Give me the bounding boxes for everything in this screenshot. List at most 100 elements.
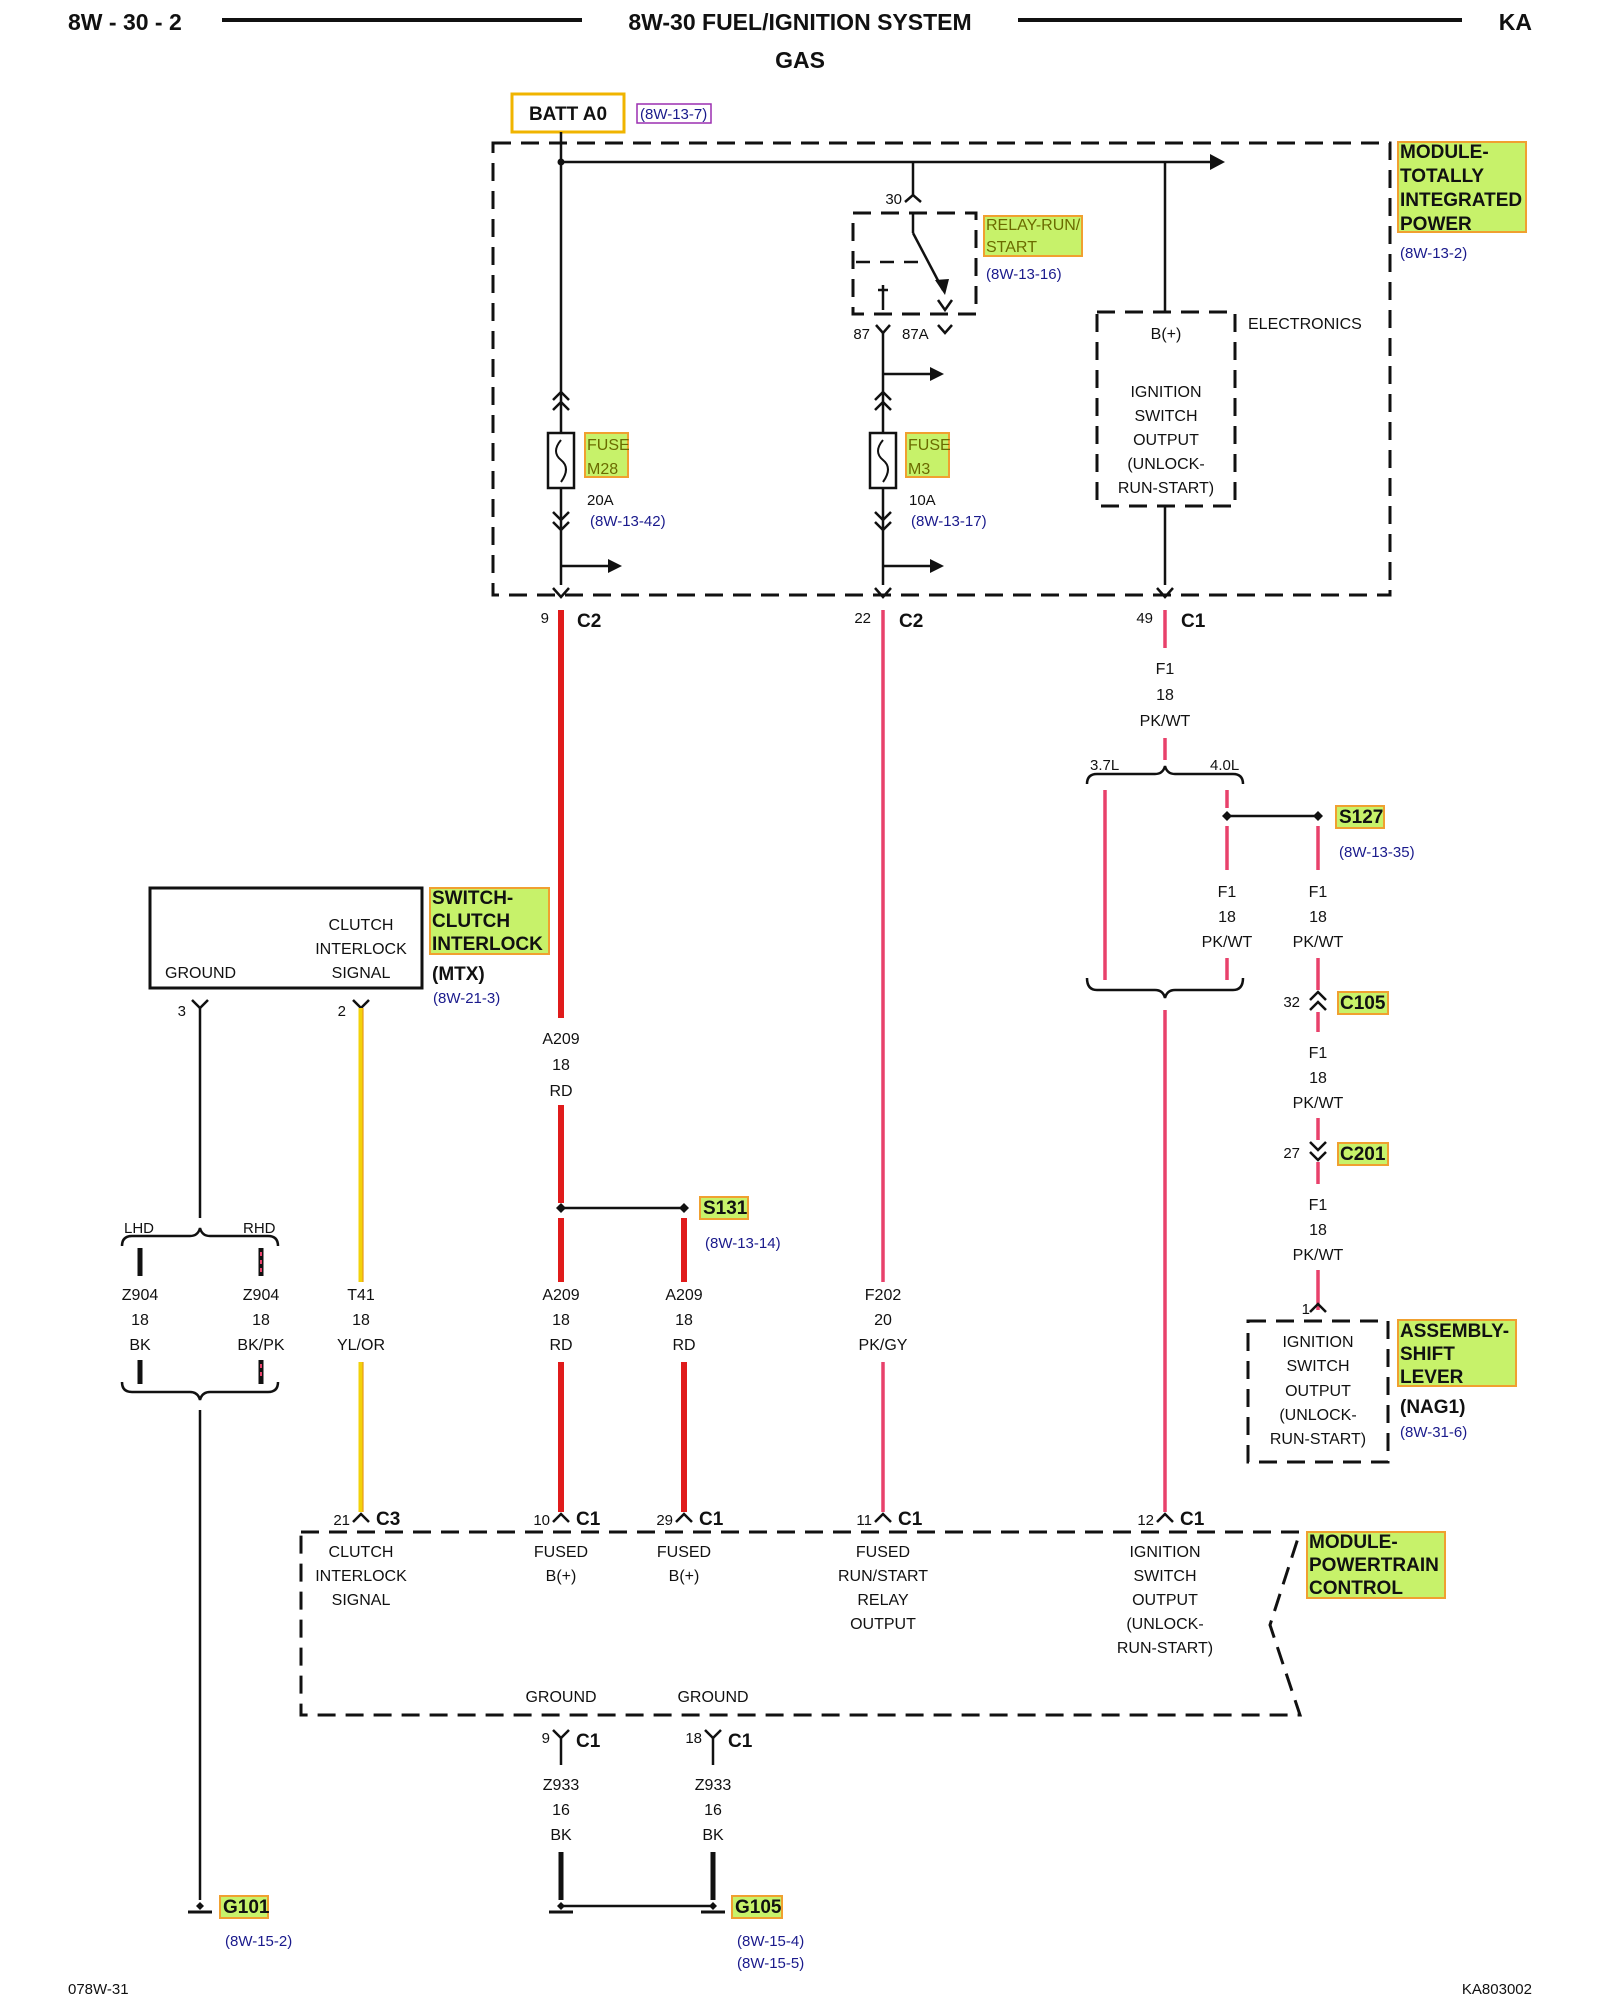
shift-lever-pin-chevron [1309,1302,1327,1313]
clutch-pin-signal-chevron [352,999,370,1010]
z904-bk-3: BK [129,1337,151,1354]
tipm-c2-pin9-conn: C2 [577,611,601,632]
t41-1: T41 [347,1287,375,1304]
relay-branch-arrow [930,367,944,381]
f1-top-3: PK/WT [1140,713,1191,730]
bus-splice-dot [557,158,565,166]
tipm-c2-pin22-conn: C2 [899,611,923,632]
relay-pin-30-chevron [904,193,922,203]
f1-c201-1: F1 [1309,1197,1328,1214]
z904-bk-2: 18 [131,1312,149,1329]
pcm-c1-pin10-chevron [552,1512,570,1523]
clutch-ground-label: GROUND [165,965,236,982]
a209-right-2: 18 [675,1312,693,1329]
pcm-in0-line1: CLUTCH [329,1544,394,1561]
f1-c201-3: PK/WT [1293,1247,1344,1264]
fuse-m3-name-1: FUSE [908,437,951,454]
pcm-ground-2-label: GROUND [677,1689,748,1706]
electronics-bplus: B(+) [1151,326,1182,343]
batt-a0-box [510,92,626,134]
a209-left-1: A209 [542,1287,579,1304]
pcm-ground-1-conn: C1 [576,1731,601,1752]
page-title: 8W-30 FUEL/IGNITION SYSTEM [628,9,971,35]
f1-top-2: 18 [1156,687,1174,704]
tipm-name-highlight [1397,141,1527,233]
g105-dot-right [709,1902,717,1910]
pcm-in4-line5: RUN-START) [1117,1640,1213,1657]
pcm-c1-pin12: 12 [1137,1512,1154,1529]
page-code: 8W - 30 - 2 [68,9,182,35]
tipm-c1-pin49: 49 [1136,610,1153,627]
clutch-name-3: INTERLOCK [432,934,543,955]
electronics-line-4: (UNLOCK- [1127,456,1204,473]
clutch-ref: (8W-21-3) [433,990,500,1007]
f1-c201-2: 18 [1309,1222,1327,1239]
fuse-m28-name-1: FUSE [587,437,630,454]
shift-lever-name-3: LEVER [1400,1367,1464,1388]
c201-pin: 27 [1283,1145,1300,1162]
f202-2: 20 [874,1312,892,1329]
relay-name-1: RELAY-RUN/ [986,217,1081,234]
fuse-m28-name-2: M28 [587,461,618,478]
g105-highlight [731,1895,783,1919]
clutch-signal-3: SIGNAL [332,965,391,982]
pcm-in3-line3: RELAY [857,1592,909,1609]
shift-lever-highlight [1397,1319,1517,1387]
fuse-m28-rating: 20A [587,492,614,509]
c105-highlight [1337,991,1389,1015]
fuse-m28-ref: (8W-13-42) [590,513,666,530]
f1-right-1: F1 [1309,884,1328,901]
shift-lever-line-4: (UNLOCK- [1279,1407,1356,1424]
shift-lever-line-5: RUN-START) [1270,1431,1366,1448]
f1-right-3: PK/WT [1293,934,1344,951]
pcm-in3-line1: FUSED [856,1544,910,1561]
pcm-c3-pin21: 21 [333,1512,350,1529]
clutch-variant: (MTX) [432,964,485,985]
c105-name: C105 [1340,993,1386,1014]
pcm-module-outline [299,1530,1303,1717]
pcm-c1-pin29-conn: C1 [699,1509,724,1530]
shift-lever-pin: 1 [1302,1301,1310,1318]
clutch-name-highlight [429,887,550,955]
f1-c105-3: PK/WT [1293,1095,1344,1112]
t41-3: YL/OR [337,1337,385,1354]
tipm-name-2: TOTALLY [1400,166,1484,187]
f1-left-3: PK/WT [1202,934,1253,951]
f1-left-2: 18 [1218,909,1236,926]
pcm-c1-pin29-chevron [675,1512,693,1523]
c201-name: C201 [1340,1144,1386,1165]
m28-branch-arrow [608,559,622,573]
shift-lever-name-1: ASSEMBLY- [1400,1321,1509,1342]
fuse-m3-element [877,439,889,483]
g101-highlight [219,1895,269,1919]
pcm-in4-line4: (UNLOCK- [1126,1616,1203,1633]
fuse-m28-bottom-connector [552,511,570,532]
shift-lever-name-2: SHIFT [1400,1344,1455,1365]
a209-top-3: RD [549,1083,572,1100]
g101-ref: (8W-15-2) [225,1933,292,1950]
tipm-ref: (8W-13-2) [1400,245,1467,262]
relay-87a-contact [936,299,954,313]
pcm-in4-line1: IGNITION [1129,1544,1200,1561]
z933-a-3: BK [550,1827,572,1844]
batt-ref-frame [636,103,712,124]
bus-arrow [1210,154,1225,170]
relay-pin-87a-chevron [937,324,953,335]
clutch-signal-2: INTERLOCK [315,941,407,958]
pcm-name-1: MODULE- [1309,1532,1398,1553]
batt-a0-label: BATT A0 [529,104,607,125]
g101-dot [196,1902,204,1910]
shift-lever-box [1246,1319,1390,1464]
fuse-m3-ref: (8W-13-17) [911,513,987,530]
pcm-ground-1-chevron [552,1729,570,1740]
z933-b-1: Z933 [695,1777,732,1794]
relay-pin-87-chevron [875,324,891,335]
z933-b-2: 16 [704,1802,722,1819]
f1-left-1: F1 [1218,884,1237,901]
pcm-in4-line3: OUTPUT [1132,1592,1198,1609]
a209-top-2: 18 [552,1057,570,1074]
page-subtitle: GAS [775,47,825,73]
lhd-rhd-brace-top [120,1227,280,1247]
pcm-ground-2-pin: 18 [685,1730,702,1747]
z904-bkpk-1: Z904 [243,1287,280,1304]
